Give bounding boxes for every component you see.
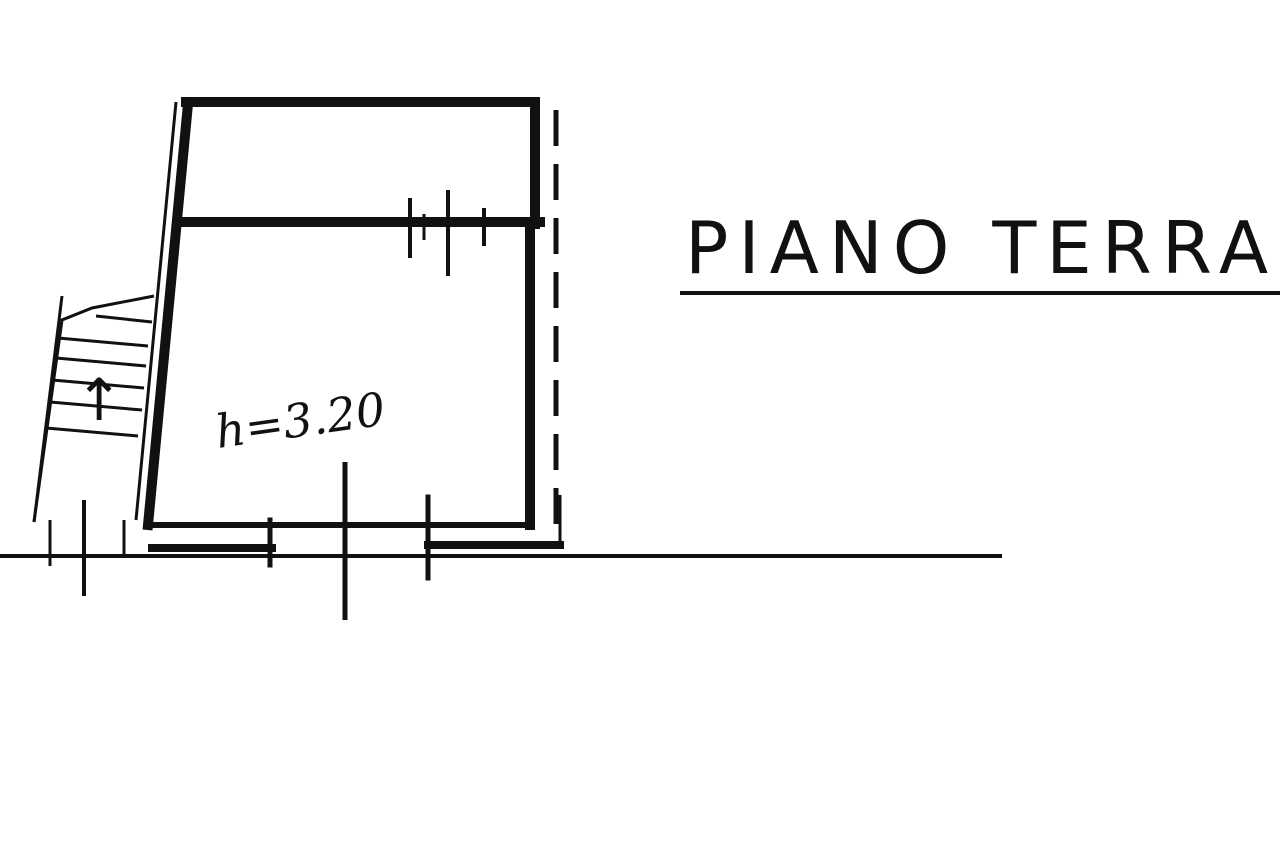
stair-direction-arrow: ↑ [75,366,124,434]
ceiling-height-note: h=3.20 [212,382,388,459]
stair-step-4 [51,378,145,390]
building-outline [142,97,545,531]
floor-title: PIANO TERRA [685,206,1278,290]
upper-room-wall [181,97,540,229]
left-wall [142,98,194,531]
stair-step-5 [49,400,143,412]
partition-ticks [408,190,486,276]
stair-step-1 [95,314,153,324]
stair-step-6 [45,426,139,438]
stair-step-2 [57,336,149,348]
stair-step-3 [55,356,147,368]
outer-wall-line [134,101,178,521]
front-threshold [48,462,564,620]
external-stair: ↑ [32,294,155,523]
stair-side [32,295,64,523]
